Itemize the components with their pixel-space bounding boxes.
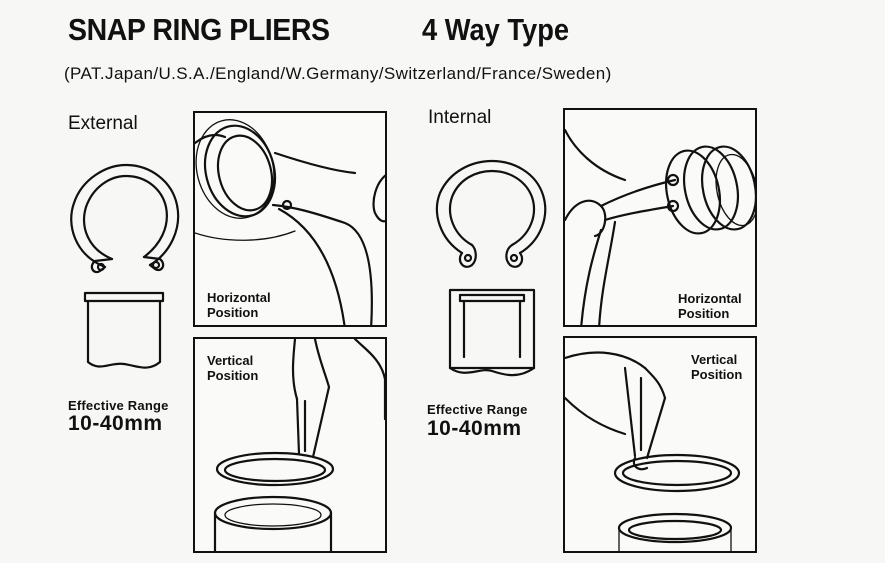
internal-range-label: Effective Range <box>427 402 528 417</box>
internal-horizontal-illustration <box>565 128 755 325</box>
internal-vertical-caption-line1: Vertical <box>691 352 738 367</box>
external-snap-ring-icon <box>70 163 180 274</box>
external-vertical-caption-line1: Vertical <box>207 353 254 368</box>
internal-range-value: 10-40mm <box>427 417 522 440</box>
internal-horizontal-caption-line2: Position <box>678 306 730 321</box>
internal-label: Internal <box>428 107 492 128</box>
internal-vertical-illustration <box>565 351 741 551</box>
page-subtitle: 4 Way Type <box>422 12 570 47</box>
external-horizontal-caption-line2: Position <box>207 305 259 320</box>
external-horizontal-panel: Horizontal Position <box>193 111 387 327</box>
external-vertical-caption-line2: Position <box>207 368 259 383</box>
external-horizontal-caption-line1: Horizontal <box>207 290 271 305</box>
external-vertical-panel: Vertical Position <box>193 337 387 553</box>
external-shaft-icon <box>83 291 165 369</box>
internal-snap-ring-icon <box>435 159 547 268</box>
external-horizontal-illustration <box>195 119 385 325</box>
patent-list: (PAT.Japan/U.S.A./England/W.Germany/Swit… <box>64 64 612 83</box>
external-range-label: Effective Range <box>68 398 169 413</box>
internal-vertical-caption-line2: Position <box>691 367 743 382</box>
internal-horizontal-panel: Horizontal Position <box>563 108 757 327</box>
external-vertical-illustration <box>213 339 385 551</box>
internal-vertical-panel: Vertical Position <box>563 336 757 553</box>
page-title: SNAP RING PLIERS <box>68 12 330 47</box>
external-label: External <box>68 113 138 134</box>
external-range-value: 10-40mm <box>68 412 163 435</box>
internal-horizontal-caption-line1: Horizontal <box>678 291 742 306</box>
internal-bore-icon <box>448 288 536 377</box>
